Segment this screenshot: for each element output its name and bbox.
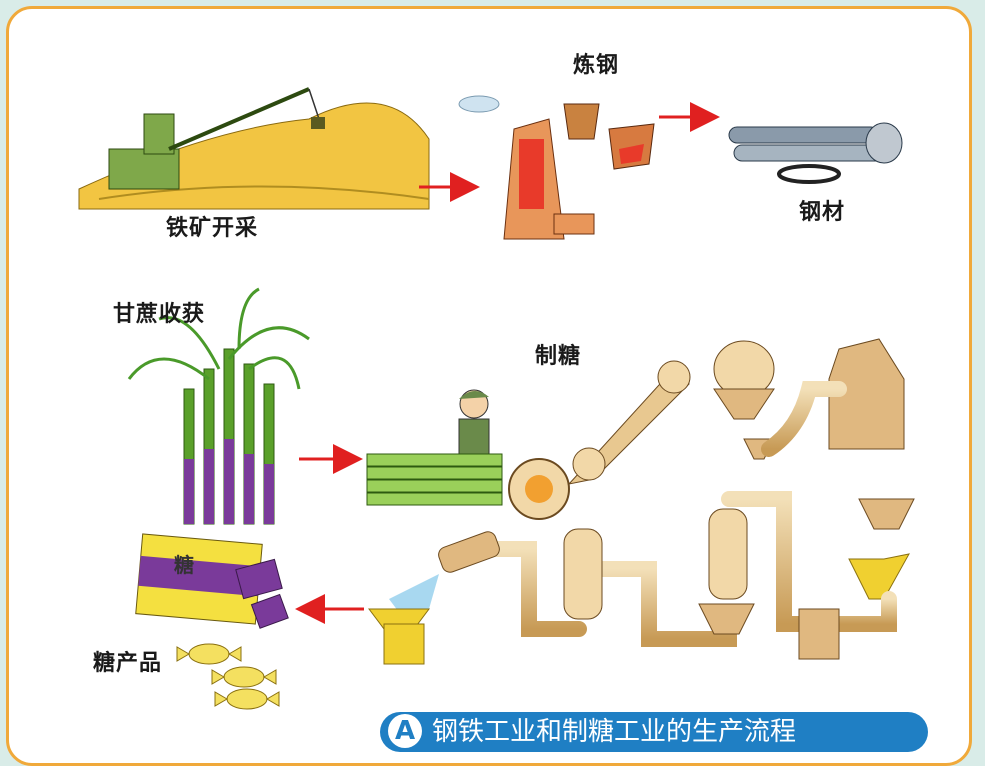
caption-text: 钢铁工业和制糖工业的生产流程 [432,717,797,747]
caption-badge: A [388,713,422,748]
label-iron-mining: 铁矿开采 [166,216,259,241]
sugar-bag-illustration [135,533,289,629]
steelmaking-illustration [458,95,655,240]
sugarcane-illustration [127,287,310,525]
illustration-canvas [78,87,915,710]
cane-worker-illustration [366,389,503,506]
label-sugar-making: 制糖 [535,344,582,369]
steel-products-illustration [728,122,903,184]
label-sugar-products: 糖产品 [93,651,163,676]
diagram-frame: 铁矿开采 炼钢 钢材 甘蔗收获 制糖 糖产品 糖 [6,6,972,766]
candy-illustration [176,643,280,710]
label-sugarcane-harvest: 甘蔗收获 [113,302,206,327]
iron-mining-illustration [78,87,430,210]
sugar-bag-glyph: 糖 [174,553,195,577]
flow-arrows [295,102,720,624]
label-steelmaking: 炼钢 [573,53,620,78]
sugar-factory-illustration [368,338,915,665]
label-steel: 钢材 [799,200,846,225]
figure-caption: A 钢铁工业和制糖工业的生产流程 [380,712,928,752]
